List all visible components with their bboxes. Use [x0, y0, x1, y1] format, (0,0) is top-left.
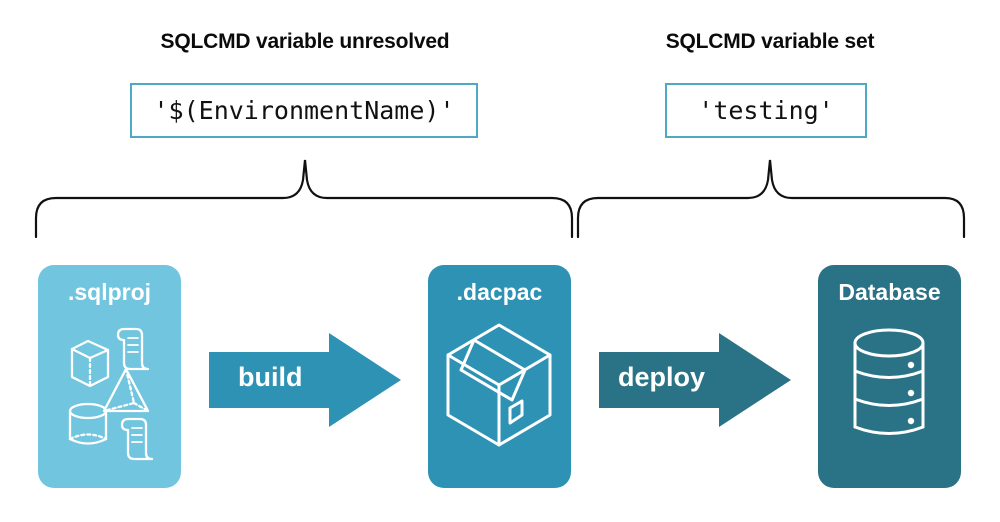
arrow-build-icon [209, 333, 401, 427]
code-box-testing: 'testing' [665, 83, 867, 138]
title-sqlcmd-set: SQLCMD variable set [665, 30, 875, 53]
pyramid-icon [102, 367, 150, 413]
database-cylinder-icon [853, 328, 925, 435]
cylinder-icon [68, 402, 108, 445]
cube-icon [70, 339, 110, 388]
project-artifacts-icon [68, 327, 154, 461]
arrow-label-build: build [238, 362, 303, 392]
status-dot [907, 389, 915, 397]
stage-label-sqlproj: .sqlproj [67, 279, 152, 305]
stage-card-dacpac: .dacpac [428, 265, 571, 488]
status-dot [907, 361, 915, 369]
status-dot [907, 417, 915, 425]
arrow-deploy-icon [599, 333, 791, 427]
stage-label-dacpac: .dacpac [456, 279, 543, 305]
stage-card-sqlproj: .sqlproj [38, 265, 181, 488]
scroll-icon-bottom [120, 417, 154, 461]
brace-left-icon [34, 159, 574, 239]
package-box-icon [446, 323, 552, 447]
title-sqlcmd-unresolved: SQLCMD variable unresolved [160, 30, 450, 53]
brace-right-icon [576, 159, 966, 239]
scroll-icon-top [116, 327, 150, 371]
code-box-environment-name: '$(EnvironmentName)' [130, 83, 478, 138]
brace-group [34, 159, 966, 239]
stage-label-database: Database [838, 279, 941, 305]
stage-card-database: Database [818, 265, 961, 488]
arrow-label-deploy: deploy [618, 362, 706, 392]
